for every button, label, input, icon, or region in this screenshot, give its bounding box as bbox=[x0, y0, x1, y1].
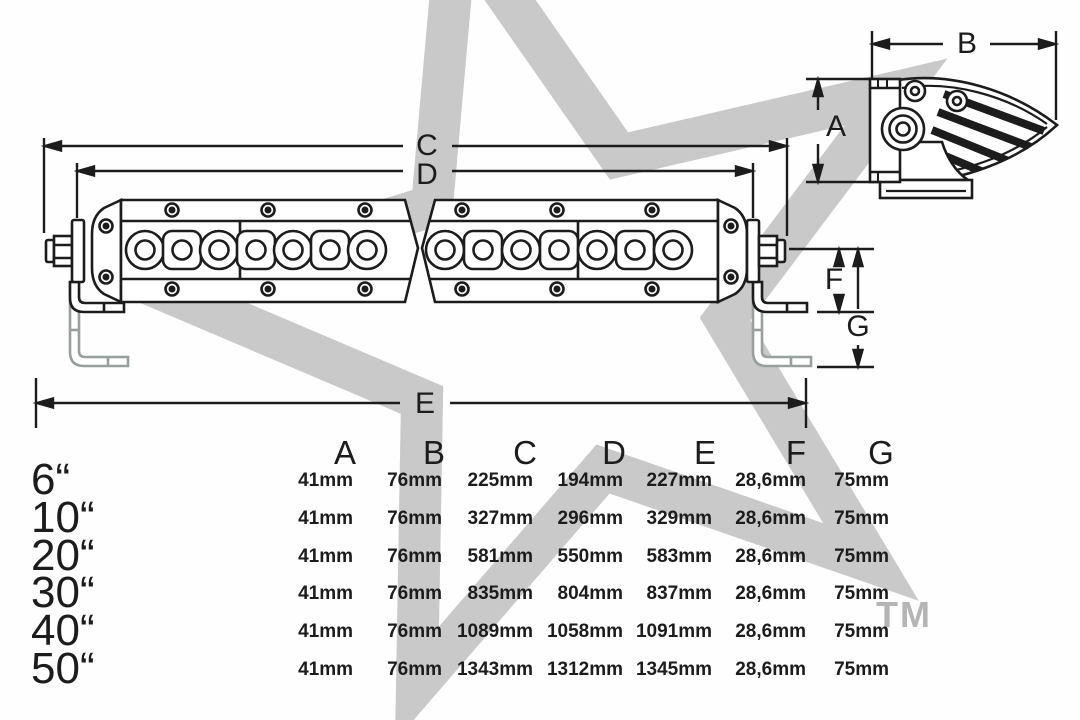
cell-e: 227mm bbox=[646, 470, 713, 491]
cell-b: 76mm bbox=[387, 546, 442, 567]
cell-e: 329mm bbox=[646, 508, 713, 529]
dim-label-d: D bbox=[416, 158, 438, 191]
cell-g: 75mm bbox=[834, 470, 889, 491]
end-view-pivot-bolt bbox=[880, 79, 969, 152]
dim-label-f: F bbox=[824, 263, 844, 296]
mounting-bracket-right-short bbox=[751, 280, 809, 314]
cell-b: 76mm bbox=[387, 659, 442, 680]
cell-d: 194mm bbox=[557, 470, 624, 491]
table-row: 40“ 41mm 76mm 1089mm 1058mm 1091mm 28,6m… bbox=[0, 608, 1080, 654]
cell-a: 41mm bbox=[298, 508, 353, 529]
end-view-foot bbox=[878, 178, 974, 200]
led-reflectors-left bbox=[124, 229, 388, 271]
table-row: 10“ 41mm 76mm 327mm 296mm 329mm 28,6mm 7… bbox=[0, 495, 1080, 541]
side-view bbox=[44, 197, 813, 368]
table-header-b: B bbox=[422, 434, 445, 471]
table-header-g: G bbox=[868, 434, 894, 471]
row-size-label: 40“ bbox=[31, 606, 95, 655]
dim-label-a: A bbox=[825, 110, 846, 143]
cell-g: 75mm bbox=[834, 621, 889, 642]
row-size-label: 10“ bbox=[31, 493, 95, 542]
cell-d: 550mm bbox=[557, 546, 624, 567]
cell-e: 1345mm bbox=[635, 659, 712, 680]
trademark-symbol: TM bbox=[876, 594, 932, 635]
dim-label-g: G bbox=[846, 310, 870, 343]
cell-c: 327mm bbox=[467, 508, 534, 529]
table-row: 50“ 41mm 76mm 1343mm 1312mm 1345mm 28,6m… bbox=[0, 646, 1080, 692]
cell-f: 28,6mm bbox=[735, 546, 806, 567]
dimension-lines bbox=[32, 31, 1060, 428]
dim-line-g bbox=[817, 245, 874, 371]
dim-line-e bbox=[32, 378, 810, 428]
dim-label-e: E bbox=[414, 387, 435, 420]
table-header-d: D bbox=[602, 434, 626, 471]
cell-g: 75mm bbox=[834, 546, 889, 567]
table-header-f: F bbox=[785, 434, 807, 471]
cell-g: 75mm bbox=[834, 583, 889, 604]
dim-line-b bbox=[868, 31, 1060, 120]
cell-b: 76mm bbox=[387, 508, 442, 529]
cell-c: 581mm bbox=[467, 546, 534, 567]
cell-b: 76mm bbox=[387, 583, 442, 604]
cell-f: 28,6mm bbox=[735, 659, 806, 680]
table-header-a: A bbox=[333, 434, 356, 471]
cell-e: 837mm bbox=[646, 583, 713, 604]
cell-f: 28,6mm bbox=[735, 583, 806, 604]
cell-a: 41mm bbox=[298, 470, 353, 491]
cell-c: 1089mm bbox=[456, 621, 533, 642]
dim-line-f bbox=[789, 245, 874, 316]
row-size-label: 50“ bbox=[31, 644, 95, 693]
cell-a: 41mm bbox=[298, 659, 353, 680]
left-end-cap bbox=[90, 197, 123, 305]
cell-a: 41mm bbox=[298, 621, 353, 642]
cell-d: 804mm bbox=[557, 583, 624, 604]
dim-label-c: C bbox=[416, 129, 438, 162]
table-header-c: C bbox=[513, 434, 537, 471]
table-row: 20“ 41mm 76mm 581mm 550mm 583mm 28,6mm 7… bbox=[0, 533, 1080, 579]
cell-e: 583mm bbox=[646, 546, 713, 567]
end-view bbox=[868, 76, 1059, 200]
led-reflectors-right bbox=[424, 229, 694, 271]
cell-c: 225mm bbox=[467, 470, 534, 491]
cell-c: 835mm bbox=[467, 583, 534, 604]
dim-line-d bbox=[73, 163, 757, 218]
right-mounting-stud bbox=[745, 218, 787, 284]
table-row: 30“ 41mm 76mm 835mm 804mm 837mm 28,6mm 7… bbox=[0, 570, 1080, 616]
table-row: 6“ 41mm 76mm 225mm 194mm 227mm 28,6mm 75… bbox=[0, 457, 1080, 503]
cell-a: 41mm bbox=[298, 546, 353, 567]
cell-a: 41mm bbox=[298, 583, 353, 604]
cell-d: 1312mm bbox=[546, 659, 623, 680]
cell-f: 28,6mm bbox=[735, 470, 806, 491]
table-header-e: E bbox=[693, 434, 716, 471]
cell-g: 75mm bbox=[834, 659, 889, 680]
housing-screws bbox=[164, 202, 660, 297]
right-end-cap bbox=[716, 197, 749, 305]
dim-label-b: B bbox=[956, 27, 977, 60]
row-size-label: 6“ bbox=[31, 455, 71, 504]
cell-b: 76mm bbox=[387, 470, 442, 491]
row-size-label: 20“ bbox=[31, 531, 95, 580]
left-mounting-stud bbox=[44, 218, 86, 284]
cell-d: 1058mm bbox=[546, 621, 623, 642]
cell-b: 76mm bbox=[387, 621, 442, 642]
row-size-label: 30“ bbox=[31, 568, 95, 617]
cell-f: 28,6mm bbox=[735, 621, 806, 642]
cell-e: 1091mm bbox=[635, 621, 712, 642]
cell-g: 75mm bbox=[834, 508, 889, 529]
cell-d: 296mm bbox=[557, 508, 624, 529]
cell-c: 1343mm bbox=[456, 659, 533, 680]
cell-f: 28,6mm bbox=[735, 508, 806, 529]
dim-line-c bbox=[40, 138, 791, 236]
dim-line-a bbox=[806, 75, 882, 186]
